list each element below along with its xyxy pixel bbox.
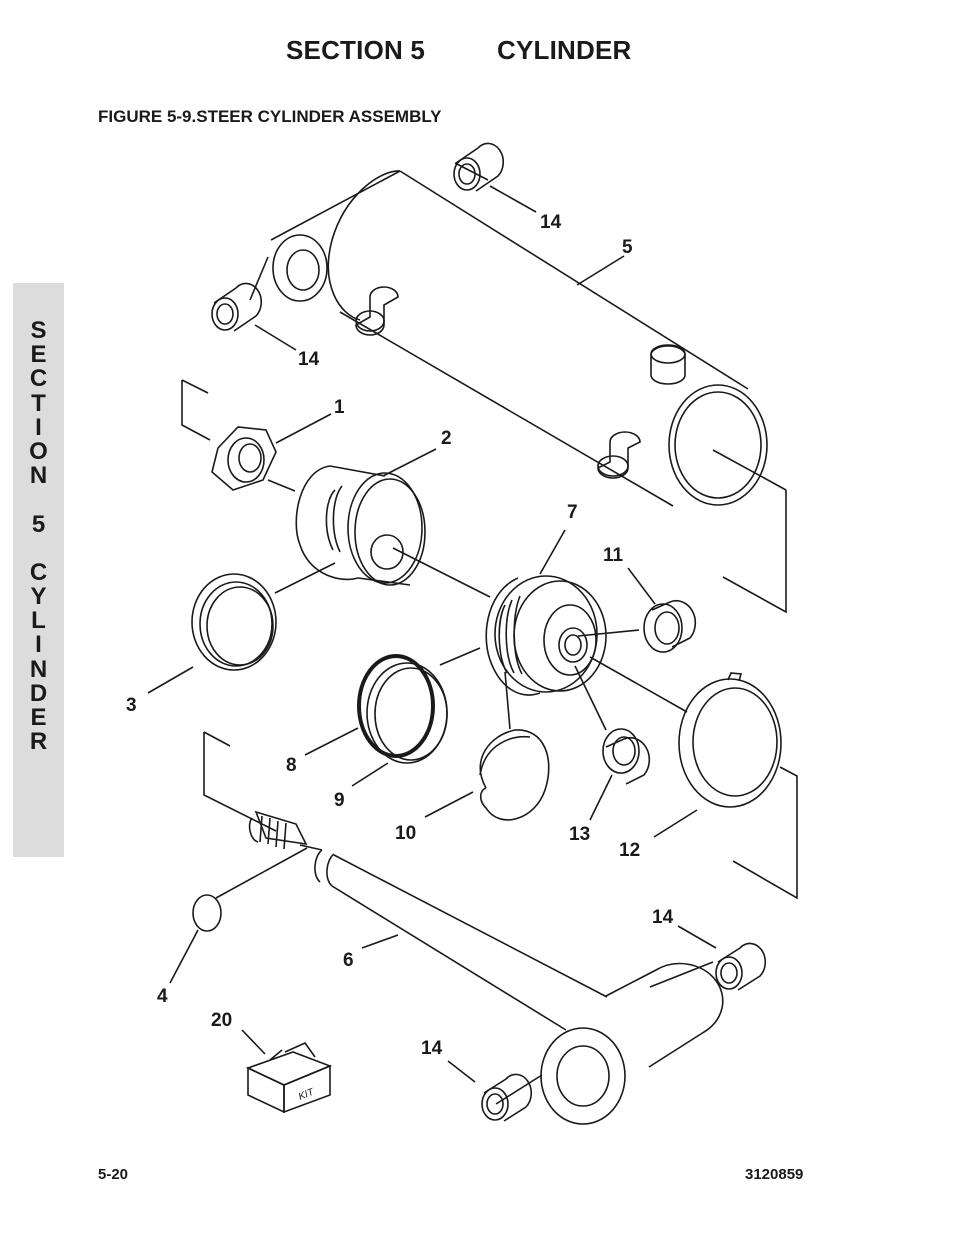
lock-ring: [653, 672, 798, 900]
side-tab-letter: L: [31, 607, 46, 635]
side-tab-letter: I: [35, 413, 42, 441]
side-tab-letter: Y: [30, 583, 47, 611]
callout-8: 8: [286, 755, 297, 776]
callout-14-left: 14: [298, 349, 320, 370]
bushing-rod-right: [715, 942, 767, 991]
figure-title: FIGURE 5-9.STEER CYLINDER ASSEMBLY: [98, 107, 442, 126]
callout-14-rod-right: 14: [652, 907, 674, 928]
cylinder-head: [274, 448, 491, 598]
callout-4: 4: [157, 986, 168, 1007]
callout-11: 11: [603, 545, 624, 566]
callout-7: 7: [567, 502, 578, 523]
backup-ring: [304, 662, 448, 787]
side-tab-letter: S: [30, 317, 47, 344]
side-tab-letter: N: [29, 655, 48, 683]
piston-seal: [627, 567, 697, 653]
section-heading: SECTION 5: [286, 35, 426, 65]
side-tab-letter: E: [30, 341, 47, 369]
side-tab-letter: E: [30, 704, 47, 731]
callout-10: 10: [395, 823, 416, 844]
callout-14-rod-left: 14: [421, 1038, 443, 1059]
cylinder-barrel: [270, 170, 787, 614]
callout-20: 20: [211, 1010, 232, 1031]
bushing-left: [211, 282, 263, 332]
bushing-rod-left: [481, 1073, 533, 1122]
callout-13: 13: [569, 824, 590, 845]
side-tab-letter: R: [29, 728, 48, 756]
snap-ring: [424, 729, 550, 821]
side-tab-letter: O: [29, 437, 48, 465]
callout-14-top: 14: [540, 212, 562, 233]
callout-12: 12: [619, 840, 640, 861]
side-tab-letter: D: [29, 679, 48, 707]
rod-o-ring: [169, 894, 222, 984]
piston-rod: [203, 731, 724, 1125]
callout-3: 3: [126, 695, 137, 716]
side-tab-letter: I: [35, 631, 42, 659]
side-tab-letter: C: [29, 365, 48, 393]
page-number: 5-20: [98, 1166, 129, 1183]
callout-5: 5: [622, 237, 633, 258]
piston: [439, 529, 688, 731]
o-ring: [357, 654, 435, 758]
side-tab-letter: T: [31, 389, 46, 417]
chapter-heading: CYLINDER: [497, 35, 632, 65]
side-tab-letter: C: [29, 558, 48, 586]
side-tab-letter: 5: [31, 510, 46, 538]
callout-2: 2: [441, 428, 452, 449]
document-number: 3120859: [745, 1166, 804, 1183]
bushing-top: [453, 142, 505, 192]
wiper-seal: [147, 573, 277, 694]
wear-ring: [589, 728, 651, 821]
lock-nut: [181, 379, 332, 492]
callout-9: 9: [334, 790, 345, 811]
side-tab-letter: N: [29, 462, 48, 490]
callout-6: 6: [343, 950, 354, 971]
callout-1: 1: [334, 397, 345, 418]
seal-kit-box: [241, 1029, 333, 1114]
